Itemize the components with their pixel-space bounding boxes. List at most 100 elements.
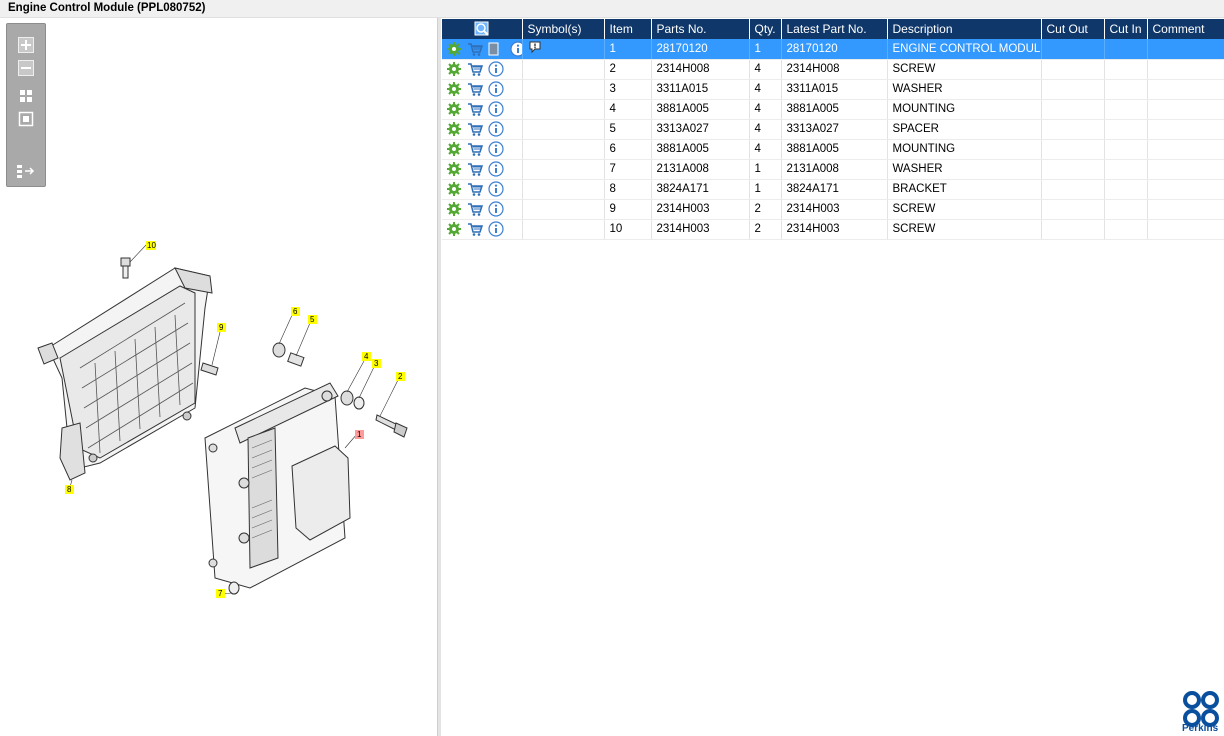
info-icon[interactable] xyxy=(488,201,505,217)
toggle-layout-icon[interactable] xyxy=(16,162,36,180)
column-header-symbols[interactable]: Symbol(s) xyxy=(522,19,605,39)
callout-10[interactable]: 10 xyxy=(146,241,156,250)
cart-icon[interactable] xyxy=(467,41,484,57)
gear-icon[interactable] xyxy=(446,81,462,97)
row-symbols xyxy=(522,99,605,120)
gear-icon[interactable] xyxy=(446,101,462,117)
parts-list-pane: Symbol(s) Item Parts No. Qty. Latest Par… xyxy=(441,18,1224,736)
info-icon[interactable] xyxy=(510,41,521,57)
zoom-out-icon[interactable] xyxy=(16,59,36,77)
gear-icon[interactable] xyxy=(446,41,462,57)
row-latest-part-no: 2314H003 xyxy=(781,199,888,220)
gear-icon[interactable] xyxy=(446,121,462,137)
row-symbols xyxy=(522,179,605,200)
search-icon[interactable] xyxy=(474,21,490,37)
gear-icon[interactable] xyxy=(446,61,462,77)
column-header-cut-out[interactable]: Cut Out xyxy=(1041,19,1105,39)
row-description: ENGINE CONTROL MODULE xyxy=(887,39,1042,60)
info-icon[interactable] xyxy=(488,181,505,197)
row-comment xyxy=(1147,99,1224,120)
table-row[interactable]: 8 3824A171 1 3824A171 BRACKET xyxy=(442,179,1224,200)
table-row[interactable]: 9 2314H003 2 2314H003 SCREW xyxy=(442,199,1224,220)
table-row[interactable]: 6 3881A005 4 3881A005 MOUNTING xyxy=(442,139,1224,160)
row-cut-out xyxy=(1041,139,1105,160)
svg-text:5: 5 xyxy=(310,315,315,324)
info-icon[interactable] xyxy=(488,221,505,237)
callout-3[interactable]: 3 xyxy=(372,359,381,368)
illustration-pane[interactable]: 10 9 6 5 4 3 2 1 8 7 xyxy=(0,18,437,736)
callout-5[interactable]: 5 xyxy=(308,315,317,324)
table-row[interactable]: 5 3313A027 4 3313A027 SPACER xyxy=(442,119,1224,140)
info-icon[interactable] xyxy=(488,121,505,137)
gear-icon[interactable] xyxy=(446,141,462,157)
cart-icon[interactable] xyxy=(467,61,484,77)
row-cut-in xyxy=(1104,219,1148,240)
table-row[interactable]: 10 2314H003 2 2314H003 SCREW xyxy=(442,219,1224,240)
info-icon[interactable] xyxy=(488,61,505,77)
gear-icon[interactable] xyxy=(446,221,462,237)
row-qty: 1 xyxy=(749,159,782,180)
row-symbols xyxy=(522,139,605,160)
fit-window-icon[interactable] xyxy=(16,110,36,128)
column-header-item[interactable]: Item xyxy=(604,19,652,39)
cart-icon[interactable] xyxy=(467,181,484,197)
row-symbols xyxy=(522,39,605,60)
row-symbols xyxy=(522,119,605,140)
column-header-description[interactable]: Description xyxy=(887,19,1042,39)
info-icon[interactable] xyxy=(488,161,505,177)
row-latest-part-no: 3881A005 xyxy=(781,99,888,120)
column-header-comment[interactable]: Comment xyxy=(1147,19,1224,39)
cart-icon[interactable] xyxy=(467,221,484,237)
exploded-view-drawing[interactable]: 10 9 6 5 4 3 2 1 8 7 xyxy=(0,18,437,736)
callout-1[interactable]: 1 xyxy=(355,430,364,439)
note-icon[interactable] xyxy=(528,40,542,57)
cart-icon[interactable] xyxy=(467,201,484,217)
info-icon[interactable] xyxy=(488,81,505,97)
row-latest-part-no: 2314H003 xyxy=(781,219,888,240)
column-header-cut-in[interactable]: Cut In xyxy=(1104,19,1148,39)
cart-icon[interactable] xyxy=(467,161,484,177)
row-tools xyxy=(442,119,523,140)
cart-icon[interactable] xyxy=(467,141,484,157)
table-row[interactable]: 1 28170120 1 28170120 ENGINE CONTROL MOD… xyxy=(442,39,1224,60)
column-header-tools[interactable] xyxy=(442,19,523,39)
column-header-parts-no[interactable]: Parts No. xyxy=(651,19,750,39)
table-row[interactable]: 4 3881A005 4 3881A005 MOUNTING xyxy=(442,99,1224,120)
row-comment xyxy=(1147,219,1224,240)
row-item: 7 xyxy=(604,159,652,180)
callout-8[interactable]: 8 xyxy=(65,485,74,494)
callout-9[interactable]: 9 xyxy=(217,323,226,332)
table-row[interactable]: 3 3311A015 4 3311A015 WASHER xyxy=(442,79,1224,100)
gear-icon[interactable] xyxy=(446,201,462,217)
row-parts-no: 3313A027 xyxy=(651,119,750,140)
cart-icon[interactable] xyxy=(467,81,484,97)
row-cut-out xyxy=(1041,79,1105,100)
fit-all-icon[interactable] xyxy=(16,87,36,105)
table-row[interactable]: 7 2131A008 1 2131A008 WASHER xyxy=(442,159,1224,180)
callout-7[interactable]: 7 xyxy=(216,589,225,598)
column-header-qty[interactable]: Qty. xyxy=(749,19,782,39)
row-parts-no: 3881A005 xyxy=(651,99,750,120)
cart-icon[interactable] xyxy=(467,101,484,117)
info-icon[interactable] xyxy=(488,101,505,117)
gear-icon[interactable] xyxy=(446,181,462,197)
cart-icon[interactable] xyxy=(467,121,484,137)
column-header-latest-part-no[interactable]: Latest Part No. xyxy=(781,19,888,39)
document-icon[interactable] xyxy=(488,41,504,57)
row-cut-in xyxy=(1104,199,1148,220)
row-cut-out xyxy=(1041,219,1105,240)
row-cut-in xyxy=(1104,39,1148,60)
info-icon[interactable] xyxy=(488,141,505,157)
pane-splitter[interactable] xyxy=(437,18,441,736)
row-comment xyxy=(1147,119,1224,140)
callout-6[interactable]: 6 xyxy=(291,307,300,316)
callout-2[interactable]: 2 xyxy=(396,372,405,381)
row-comment xyxy=(1147,139,1224,160)
gear-icon[interactable] xyxy=(446,161,462,177)
svg-text:1: 1 xyxy=(357,430,362,439)
callout-4[interactable]: 4 xyxy=(362,352,371,361)
table-row[interactable]: 2 2314H008 4 2314H008 SCREW xyxy=(442,59,1224,80)
row-cut-in xyxy=(1104,79,1148,100)
svg-text:2: 2 xyxy=(398,372,403,381)
zoom-in-icon[interactable] xyxy=(16,36,36,54)
